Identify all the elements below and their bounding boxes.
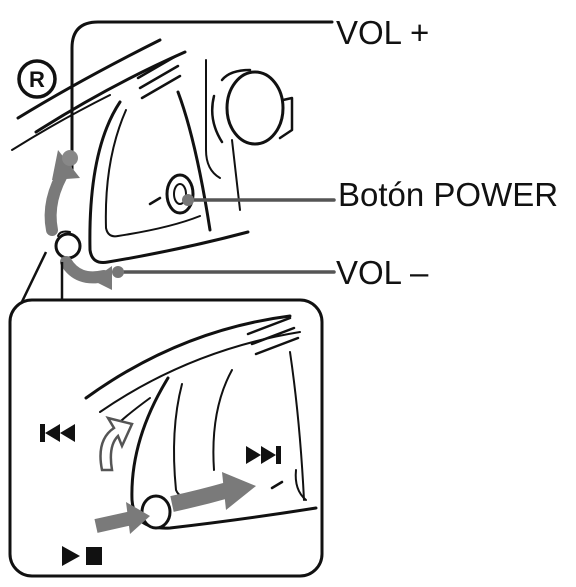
press-direction-arrow bbox=[94, 502, 150, 534]
callout-leaders bbox=[116, 198, 336, 274]
detail-inset-frame bbox=[8, 298, 324, 578]
vol-down-arrowhead bbox=[92, 266, 112, 290]
power-leader-dot bbox=[182, 194, 194, 206]
vol-minus-leader-dot bbox=[112, 266, 124, 278]
skip-back-icon bbox=[40, 424, 75, 442]
device-top-view bbox=[11, 20, 334, 264]
vol-up-arrowhead bbox=[52, 150, 80, 180]
play-stop-icon bbox=[62, 546, 102, 566]
next-direction-arrow bbox=[170, 472, 256, 512]
skip-forward-icon bbox=[246, 446, 281, 464]
svg-text:R: R bbox=[29, 67, 45, 92]
vol-minus-label: VOL – bbox=[336, 254, 429, 291]
previous-curved-arrow bbox=[99, 416, 134, 472]
vol-up-dot bbox=[62, 150, 78, 166]
vol-plus-label: VOL + bbox=[336, 14, 430, 51]
registered-mark-icon: R bbox=[17, 59, 57, 99]
zoom-connector bbox=[16, 251, 64, 311]
power-button-label: Botón POWER bbox=[338, 176, 559, 213]
volume-arrows bbox=[44, 150, 112, 290]
